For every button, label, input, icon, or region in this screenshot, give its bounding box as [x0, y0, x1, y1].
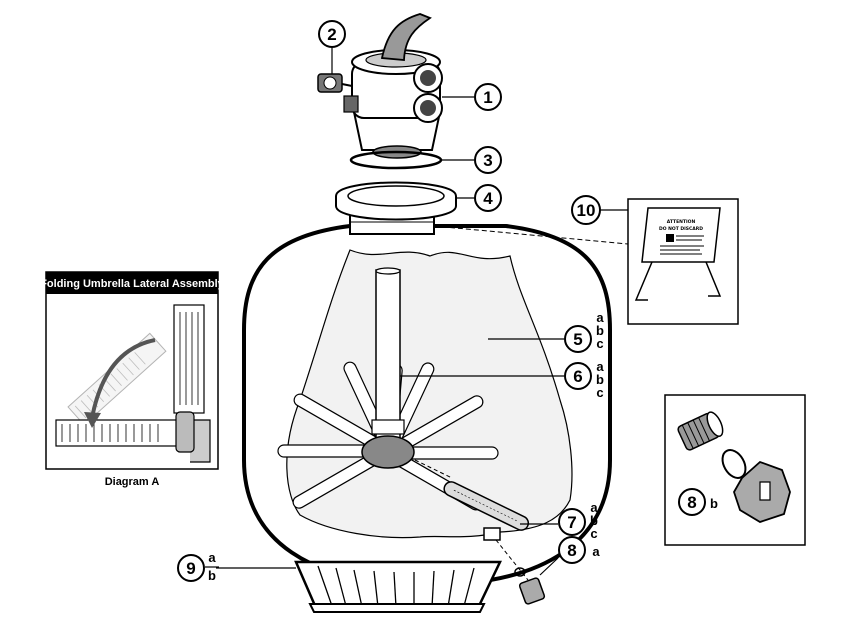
svg-text:5: 5	[573, 330, 582, 349]
svg-text:c: c	[590, 526, 597, 541]
svg-text:b: b	[596, 323, 604, 338]
valve-handle	[380, 13, 432, 61]
svg-text:a: a	[590, 500, 598, 515]
callout-2: 2	[318, 20, 346, 48]
callout-8a: 8 a	[558, 536, 600, 564]
folding-lateral	[67, 332, 167, 426]
svg-text:b: b	[710, 496, 718, 511]
lateral-hub	[175, 411, 195, 453]
warning-sign-inset: ATTENTION DO NOT DISCARD	[627, 198, 739, 325]
inset-diagram-a: Folding Umbrella Lateral Assembly	[40, 271, 225, 488]
drain-o-ring	[514, 567, 526, 577]
svg-text:8: 8	[687, 493, 696, 512]
leader-lines	[216, 48, 628, 576]
svg-text:a: a	[208, 550, 216, 565]
callout-10: 10	[571, 195, 601, 225]
svg-text:a: a	[596, 359, 604, 374]
standpipe	[375, 269, 401, 446]
inset-caption: Diagram A	[105, 476, 160, 488]
lateral-hub-main	[361, 435, 415, 469]
callout-1: 1	[474, 83, 502, 111]
sign-line-1: ATTENTION	[667, 219, 696, 225]
svg-text:10: 10	[577, 201, 596, 220]
svg-text:9: 9	[186, 559, 195, 578]
svg-text:1: 1	[483, 88, 492, 107]
svg-text:b: b	[208, 568, 216, 583]
callout-3: 3	[474, 146, 502, 174]
svg-text:8: 8	[567, 541, 576, 560]
callout-9: 9 a b	[177, 550, 219, 583]
filter-tank	[242, 213, 612, 588]
svg-text:a: a	[592, 544, 600, 559]
svg-text:c: c	[596, 385, 603, 400]
callout-8b: 8 b	[678, 488, 718, 516]
inset-title: Folding Umbrella Lateral Assembly	[40, 278, 224, 290]
fold-arrow	[90, 338, 156, 419]
svg-text:7: 7	[567, 513, 576, 532]
svg-text:b: b	[596, 372, 604, 387]
sign-line-2: DO NOT DISCARD	[659, 226, 703, 232]
svg-text:6: 6	[573, 367, 582, 386]
drain-pipe	[443, 481, 530, 531]
pressure-gauge	[317, 73, 353, 93]
drain-cap-inset	[664, 394, 806, 546]
drain-cap	[518, 577, 546, 605]
svg-text:3: 3	[483, 151, 492, 170]
svg-text:c: c	[596, 336, 603, 351]
inset-title-bar	[46, 272, 218, 294]
callout-5: 5 a b c	[564, 310, 604, 353]
horizontal-lateral	[55, 419, 179, 447]
callout-7: 7 a b c	[558, 500, 598, 541]
callout-6: 6 a b c	[564, 359, 604, 400]
svg-text:b: b	[590, 513, 598, 528]
svg-text:a: a	[596, 310, 604, 325]
vertical-lateral	[173, 304, 205, 414]
multiport-valve	[343, 13, 443, 159]
svg-text:4: 4	[483, 189, 493, 208]
callout-4: 4	[474, 184, 502, 212]
clamp-ring	[335, 181, 457, 221]
tank-base	[294, 560, 502, 613]
svg-text:2: 2	[327, 25, 336, 44]
